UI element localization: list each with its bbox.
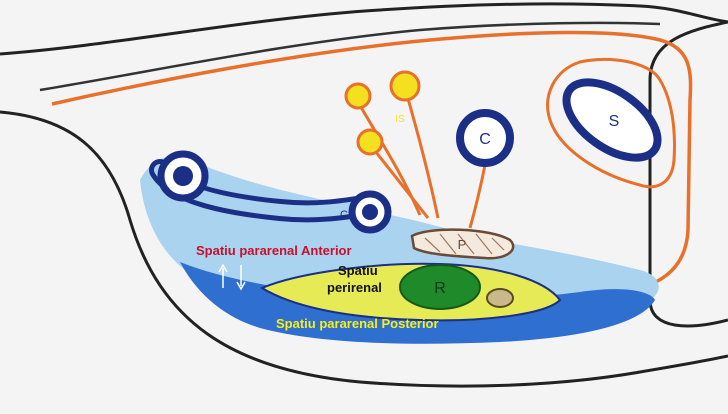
colon-transverse-letter: C <box>340 209 348 221</box>
body-wall-outer <box>0 2 728 56</box>
colon-transverse-lumen <box>362 204 378 220</box>
down-arrow-icon <box>236 265 246 291</box>
colon-descending-ring <box>456 109 514 167</box>
pancreas-shape <box>410 228 515 260</box>
small-intestine-letters: IS <box>395 114 405 125</box>
spleen-letter: S <box>609 113 620 130</box>
body-wall-inner <box>39 21 661 92</box>
pancreas-hatching <box>424 233 505 255</box>
small-intestine-node-2 <box>389 70 421 102</box>
adrenal-gland <box>486 288 514 308</box>
small-intestine-node-1 <box>344 82 372 110</box>
posterior-pararenal-label: Spatiu pararenal Posterior <box>276 316 439 331</box>
perirenal-label-line2: perirenal <box>327 280 382 295</box>
spleen-shape <box>562 78 662 162</box>
anterior-pararenal-label: Spatiu pararenal Anterior <box>196 243 352 258</box>
mesentery-stalk-4 <box>468 164 487 229</box>
back-wall <box>0 110 728 388</box>
mesentery-stalk-2 <box>403 87 440 219</box>
colon-ascending-lumen <box>173 166 193 186</box>
small-intestine-node-3 <box>356 128 384 156</box>
pancreas-letter: P <box>458 237 467 252</box>
perirenal-label-line1: Spatiu <box>338 263 378 278</box>
spleen-peritoneum <box>546 57 676 189</box>
kidney-shape <box>399 264 481 310</box>
kidney-letter: R <box>434 280 446 297</box>
up-arrow-icon <box>218 263 228 288</box>
colon-letter: C <box>479 131 491 148</box>
right-body-edge <box>648 20 728 328</box>
